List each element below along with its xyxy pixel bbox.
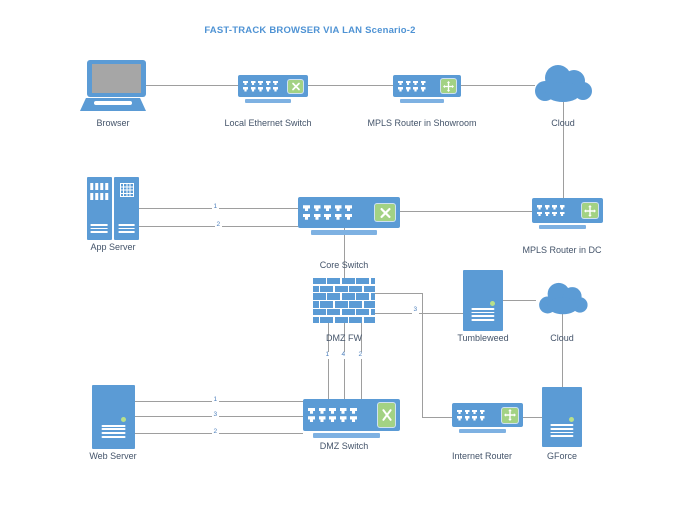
port-grid <box>537 205 565 216</box>
router-cross-arrows-icon <box>582 203 598 218</box>
connector-tumbleweed-to-cloud <box>503 300 536 301</box>
connector-dmzfw-to-dmzswitch-1 <box>328 323 329 399</box>
node-internet-router[interactable] <box>452 403 523 427</box>
node-app-server[interactable] <box>87 177 139 240</box>
node-label-browser: Browser <box>96 118 130 128</box>
rack-panel <box>114 177 139 240</box>
connector-dmzfw-to-tumbleweed <box>375 313 463 314</box>
node-tumbleweed[interactable] <box>463 270 503 331</box>
node-web-server[interactable] <box>92 385 135 449</box>
node-label-cloud-top: Cloud <box>551 118 575 128</box>
node-label-app-server: App Server <box>90 242 136 252</box>
connector-webserver-to-dmzswitch-2 <box>135 433 303 434</box>
switch-crossed-arrows-icon <box>375 204 395 221</box>
node-label-mpls-router-showroom: MPLS Router in Showroom <box>367 118 477 128</box>
diagram-title: FAST-TRACK BROWSER VIA LAN Scenario-2 <box>204 25 416 36</box>
node-dmz-switch[interactable] <box>303 399 400 431</box>
port-grid <box>398 80 426 92</box>
node-browser[interactable] <box>87 60 146 97</box>
edge-label: 2 <box>357 351 364 359</box>
connector-mpls-showroom-to-cloud <box>451 85 535 86</box>
connector-webserver-to-dmzswitch-1 <box>135 401 303 402</box>
port-grid <box>457 409 485 421</box>
device-shadow <box>313 433 380 438</box>
switch-crossed-arrows-icon <box>288 79 303 93</box>
connector-cloud-to-mpls-dc <box>563 102 564 198</box>
keypad-grid-icon <box>119 183 134 197</box>
node-mpls-router-showroom[interactable] <box>393 75 461 97</box>
laptop-base-icon <box>80 98 146 111</box>
rack-panel <box>87 177 112 240</box>
port-grid <box>308 407 357 423</box>
edge-label: 3 <box>412 306 419 314</box>
edge-label: 4 <box>340 351 347 359</box>
laptop-screen-icon <box>92 64 141 93</box>
connector-dmzfw-to-internetrouter-seg2 <box>422 293 423 418</box>
router-cross-arrows-icon <box>441 79 456 93</box>
cloud-icon <box>535 65 592 102</box>
connector-coreswitch-to-dmzfw <box>344 228 345 278</box>
connector-webserver-to-dmzswitch-3 <box>135 416 303 417</box>
edge-label: 1 <box>324 351 331 359</box>
node-core-switch[interactable] <box>298 197 400 228</box>
switch-crossed-arrows-icon <box>378 403 395 427</box>
node-label-dmz-fw: DMZ FW <box>326 333 362 343</box>
server-led-icon <box>121 417 127 422</box>
laptop-keyboard-icon <box>94 100 132 105</box>
connector-dmzfw-to-dmzswitch-2 <box>361 323 362 399</box>
node-label-dmz-switch: DMZ Switch <box>319 441 369 451</box>
port-grid <box>243 80 278 92</box>
node-label-core-switch: Core Switch <box>319 260 369 270</box>
edge-label: 1 <box>212 396 219 404</box>
node-cloud-right[interactable] <box>533 282 592 316</box>
node-dmz-fw[interactable] <box>313 278 375 323</box>
node-local-ethernet-switch[interactable] <box>238 75 308 97</box>
node-gforce[interactable] <box>542 387 582 447</box>
server-led-icon <box>490 300 495 306</box>
vent-icon <box>90 183 109 200</box>
server-slats-icon <box>101 424 126 438</box>
node-mpls-router-dc[interactable] <box>532 198 603 223</box>
device-shadow <box>400 99 444 103</box>
node-label-gforce: GForce <box>546 451 577 461</box>
device-shadow <box>311 230 377 235</box>
node-label-internet-router: Internet Router <box>451 451 513 461</box>
connector-coreswitch-to-mpls-dc <box>390 211 532 212</box>
edge-label: 2 <box>212 428 219 436</box>
connector-local-switch-to-mpls-showroom <box>298 85 393 86</box>
device-shadow <box>245 99 291 103</box>
device-shadow <box>459 429 506 433</box>
server-slats-icon <box>471 307 495 321</box>
firewall-brick-icon <box>313 278 375 323</box>
drive-slats-icon <box>90 224 108 233</box>
device-shadow <box>539 225 586 229</box>
edge-label: 3 <box>212 411 219 419</box>
node-label-local-ethernet-switch: Local Ethernet Switch <box>224 118 312 128</box>
connector-internetrouter-to-gforce <box>513 417 542 418</box>
edge-label: 2 <box>215 221 222 229</box>
node-label-mpls-router-dc: MPLS Router in DC <box>522 245 602 255</box>
port-grid <box>303 205 352 220</box>
cloud-icon <box>539 282 588 315</box>
server-led-icon <box>569 417 574 422</box>
drive-slats-icon <box>118 224 136 233</box>
server-slats-icon <box>550 424 574 438</box>
router-cross-arrows-icon <box>502 407 518 423</box>
node-label-tumbleweed: Tumbleweed <box>457 333 509 343</box>
node-cloud-top[interactable] <box>531 64 594 104</box>
connector-dmzfw-to-dmzswitch-4 <box>344 323 345 399</box>
edge-label: 1 <box>212 203 219 211</box>
node-label-cloud-right: Cloud <box>550 333 574 343</box>
node-label-web-server: Web Server <box>89 451 137 461</box>
connector-browser-to-local-switch <box>146 85 238 86</box>
connector-cloud-to-gforce <box>562 314 563 387</box>
connector-dmzfw-to-internetrouter-seg1 <box>375 293 423 294</box>
connector-dmzfw-to-internetrouter-seg3 <box>422 417 452 418</box>
